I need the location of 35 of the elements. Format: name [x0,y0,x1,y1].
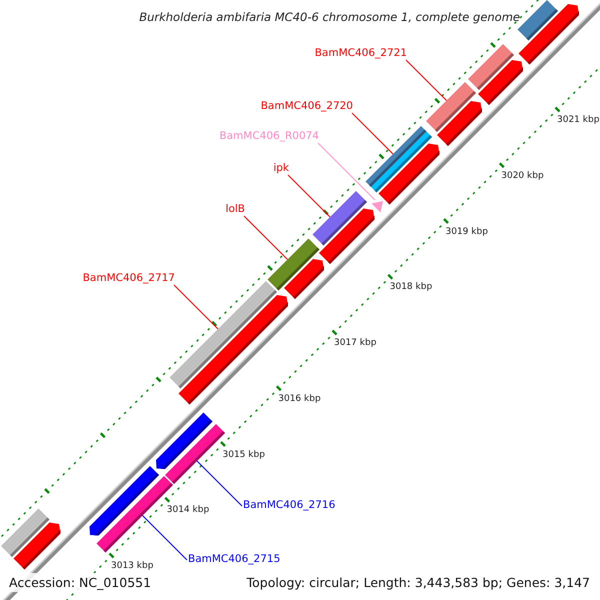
rna-marker [372,201,383,212]
scale-label: 3013 kbp [111,560,154,573]
gene-block [378,144,440,204]
gene-block [14,522,60,570]
leader-line [352,112,394,154]
gene-block [319,208,374,264]
gene-label: BamMC406_2720 [260,100,353,113]
gene-label: BamMC406_2717 [82,272,175,285]
scale-label: 3017 kbp [334,337,376,350]
leader-line [174,284,218,330]
gene-label: BamMC406_2721 [314,47,407,60]
leader-line [318,142,376,200]
gene-block [518,4,579,64]
scale-label: 3020 kbp [501,170,544,183]
gene-label: BamMC406_R0074 [219,130,319,143]
leader-line [142,515,188,560]
gene-label: BamMC406_2715 [188,553,280,566]
gene-block [284,259,324,299]
gene-block [90,466,159,536]
scale-label: 3015 kbp [222,448,265,462]
gene-label: lolB [226,203,245,216]
scale-label: 3014 kbp [166,504,210,518]
scale-label: 3016 kbp [278,392,321,406]
leader-line [406,60,447,101]
gene-block [478,60,523,105]
map-title: Burkholderia ambifaria MC40-6 chromosome 1, complete genome [139,11,520,24]
gene-label: BamMC406_2716 [243,499,336,512]
scale-label: 3018 kbp [390,281,432,294]
scale-label: 3019 kbp [446,226,488,238]
leader-line [196,460,242,506]
gene-block [156,412,212,469]
gene-label: ipk [273,162,289,175]
gene-block [437,101,482,146]
scale-label: 3021 kbp [557,114,600,127]
leader-line [244,216,288,260]
